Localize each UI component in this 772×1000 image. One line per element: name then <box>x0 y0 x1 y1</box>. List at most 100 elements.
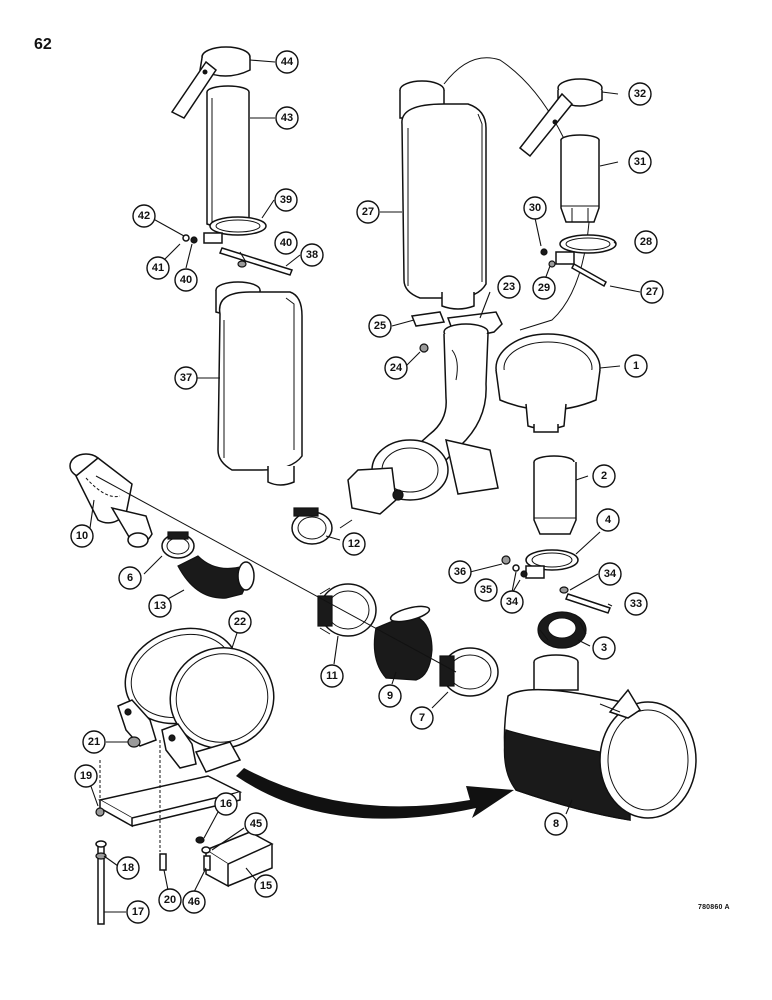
figure-code: 780860 A <box>698 904 730 911</box>
svg-text:34: 34 <box>506 596 519 608</box>
svg-text:31: 31 <box>634 156 646 168</box>
svg-text:29: 29 <box>538 282 550 294</box>
svg-text:32: 32 <box>634 88 646 100</box>
hose-clamp-6 <box>161 531 195 559</box>
callout-23: 23 <box>497 275 521 299</box>
clamp-left <box>182 216 293 276</box>
exhaust-pipe-right <box>560 134 600 223</box>
svg-text:22: 22 <box>234 616 246 628</box>
callout-25: 25 <box>368 314 392 338</box>
bracket-15 <box>204 831 274 888</box>
turbocharger <box>339 439 449 529</box>
callout-10: 10 <box>70 524 94 548</box>
callout-30: 30 <box>523 196 547 220</box>
air-cleaner-cap <box>495 333 601 433</box>
svg-text:7: 7 <box>419 712 425 724</box>
svg-text:30: 30 <box>529 202 541 214</box>
leader-lines <box>87 59 641 913</box>
svg-text:41: 41 <box>152 262 164 274</box>
svg-text:8: 8 <box>553 818 559 830</box>
svg-text:25: 25 <box>374 320 386 332</box>
callout-16: 16 <box>214 792 238 816</box>
rubber-ring <box>537 611 587 649</box>
callout-39: 39 <box>274 188 298 212</box>
svg-text:33: 33 <box>630 598 642 610</box>
svg-text:43: 43 <box>281 112 293 124</box>
callout-6: 6 <box>118 566 142 590</box>
callout-36: 36 <box>448 560 472 584</box>
clamp-right <box>540 234 617 288</box>
muffler-center <box>399 57 591 331</box>
svg-text:16: 16 <box>220 798 232 810</box>
callout-29: 29 <box>532 276 556 300</box>
svg-text:15: 15 <box>260 880 272 892</box>
svg-text:20: 20 <box>164 894 176 906</box>
svg-text:10: 10 <box>76 530 88 542</box>
svg-text:23: 23 <box>503 281 515 293</box>
callout-33: 33 <box>624 592 648 616</box>
callout-37: 37 <box>174 366 198 390</box>
callout-15: 15 <box>254 874 278 898</box>
callout-42: 42 <box>132 204 156 228</box>
callout-31: 31 <box>628 150 652 174</box>
air-cleaner-body <box>503 654 697 821</box>
svg-text:39: 39 <box>280 194 292 206</box>
svg-text:40: 40 <box>180 274 192 286</box>
callout-28: 28 <box>634 230 658 254</box>
svg-text:34: 34 <box>604 568 617 580</box>
callout-7: 7 <box>410 706 434 730</box>
mounting-bands <box>117 627 275 773</box>
exhaust-elbow <box>408 323 499 495</box>
svg-text:1: 1 <box>633 360 639 372</box>
coupling-sleeve <box>373 605 433 681</box>
assembly-line <box>95 475 457 673</box>
callout-13: 13 <box>148 594 172 618</box>
callout-17: 17 <box>126 900 150 924</box>
hose-clamp-11 <box>317 583 377 637</box>
rain-cap-right <box>518 78 603 158</box>
svg-text:18: 18 <box>122 862 134 874</box>
callout-26: 27 <box>356 200 380 224</box>
svg-text:45: 45 <box>250 818 262 830</box>
svg-text:36: 36 <box>454 566 466 578</box>
callout-38: 38 <box>300 243 324 267</box>
y-pipe <box>69 453 153 548</box>
rain-cap-left <box>170 46 251 119</box>
callout-34-right: 34 <box>598 562 622 586</box>
intake-tube <box>533 455 577 535</box>
svg-text:4: 4 <box>605 514 612 526</box>
muffler-left <box>215 281 303 486</box>
callout-24: 24 <box>384 356 408 380</box>
svg-text:9: 9 <box>387 690 393 702</box>
callout-20: 20 <box>158 888 182 912</box>
callout-11: 11 <box>320 664 344 688</box>
hose-clamp-7 <box>439 647 499 697</box>
callout-32: 32 <box>628 82 652 106</box>
callout-12: 12 <box>342 532 366 556</box>
callout-27: 27 <box>640 280 664 304</box>
svg-text:24: 24 <box>390 362 403 374</box>
callout-40-right: 40 <box>274 231 298 255</box>
svg-text:11: 11 <box>326 670 338 682</box>
svg-text:40: 40 <box>280 237 292 249</box>
callout-3: 3 <box>592 636 616 660</box>
elbow-hose <box>177 555 255 599</box>
svg-text:2: 2 <box>601 470 607 482</box>
callout-1: 1 <box>624 354 648 378</box>
svg-text:42: 42 <box>138 210 150 222</box>
callout-45: 45 <box>244 812 268 836</box>
callout-44: 44 <box>275 50 299 74</box>
assembly-arrow <box>236 768 514 819</box>
svg-text:28: 28 <box>640 236 652 248</box>
callout-41: 41 <box>146 256 170 280</box>
callout-34-left: 34 <box>500 590 524 614</box>
callout-35: 35 <box>474 578 498 602</box>
hardware-lower <box>95 740 211 925</box>
svg-text:13: 13 <box>154 600 166 612</box>
callout-9: 9 <box>378 684 402 708</box>
mounting-plate <box>97 775 243 828</box>
svg-text:37: 37 <box>180 372 192 384</box>
svg-text:17: 17 <box>132 906 144 918</box>
callout-4: 4 <box>596 508 620 532</box>
